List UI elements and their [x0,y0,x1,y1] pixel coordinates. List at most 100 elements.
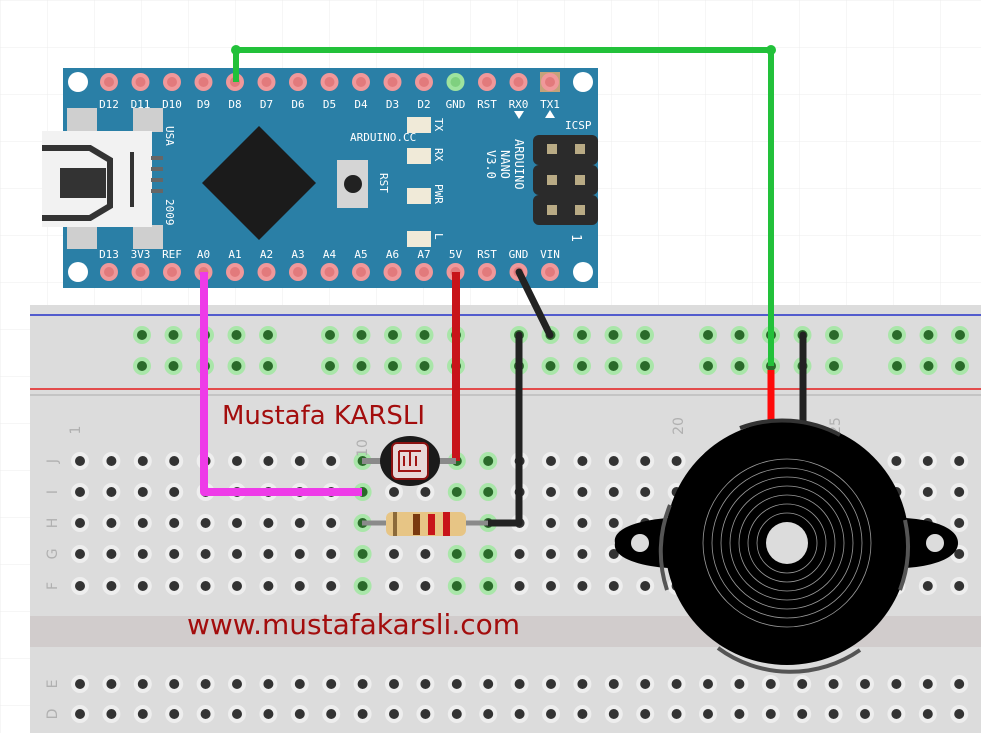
breadboard-hole[interactable] [573,326,591,344]
breadboard-hole[interactable] [196,705,215,723]
breadboard-hole[interactable] [71,577,89,595]
breadboard-hole[interactable] [604,452,623,470]
breadboard-hole[interactable] [416,705,435,723]
breadboard-hole[interactable] [165,483,184,501]
breadboard-hole[interactable] [573,675,592,693]
breadboard-hole[interactable] [604,577,623,595]
breadboard-hole[interactable] [102,483,121,501]
breadboard-hole[interactable] [479,483,498,501]
breadboard-hole[interactable] [133,545,152,563]
breadboard-hole[interactable] [165,577,184,595]
breadboard-hole[interactable] [322,577,341,595]
breadboard-hole[interactable] [604,357,623,375]
breadboard-hole[interactable] [321,326,339,344]
breadboard-hole[interactable] [856,675,874,693]
pin-d11[interactable] [131,73,150,91]
breadboard-hole[interactable] [165,514,184,532]
breadboard-hole[interactable] [825,326,843,344]
breadboard-hole[interactable] [415,357,434,375]
breadboard-hole[interactable] [479,705,498,723]
breadboard-hole[interactable] [793,675,812,693]
breadboard-hole[interactable] [290,675,309,693]
breadboard-hole[interactable] [259,705,278,723]
pin-a4[interactable] [320,263,339,281]
pin-a3[interactable] [289,263,307,281]
breadboard-hole[interactable] [479,577,498,595]
breadboard-hole[interactable] [604,705,623,723]
breadboard-hole[interactable] [918,483,937,501]
photoresistor[interactable] [362,436,456,486]
breadboard-hole[interactable] [604,514,623,532]
breadboard-hole[interactable] [416,545,435,563]
breadboard-hole[interactable] [133,483,152,501]
breadboard-hole[interactable] [102,514,121,532]
breadboard-hole[interactable] [290,577,309,595]
breadboard-hole[interactable] [353,675,372,693]
breadboard-hole[interactable] [353,577,372,595]
breadboard-hole[interactable] [573,483,592,501]
pin-d2[interactable] [415,73,433,91]
breadboard-hole[interactable] [447,483,466,501]
pin-rst[interactable] [478,73,496,91]
wire-rail-to-resistor[interactable] [484,331,523,527]
breadboard-hole[interactable] [384,357,402,375]
pin-d13[interactable] [100,263,118,281]
breadboard-hole[interactable] [636,675,655,693]
breadboard-hole[interactable] [228,452,246,470]
breadboard-hole[interactable] [825,357,843,375]
breadboard-hole[interactable] [71,705,89,723]
pin-a1[interactable] [226,263,244,281]
breadboard-hole[interactable] [259,545,278,563]
breadboard-hole[interactable] [479,545,498,563]
breadboard-hole[interactable] [259,675,278,693]
breadboard-hole[interactable] [918,705,937,723]
breadboard-hole[interactable] [573,705,592,723]
breadboard-hole[interactable] [604,675,623,693]
breadboard-hole[interactable] [667,452,686,470]
breadboard-hole[interactable] [322,452,341,470]
breadboard-hole[interactable] [510,705,529,723]
breadboard-hole[interactable] [447,675,466,693]
breadboard-hole[interactable] [542,577,560,595]
breadboard-hole[interactable] [228,675,246,693]
breadboard-hole[interactable] [352,357,371,375]
breadboard-hole[interactable] [761,675,780,693]
breadboard-hole[interactable] [573,577,592,595]
breadboard-hole[interactable] [950,452,969,470]
breadboard-hole[interactable] [636,483,655,501]
breadboard-hole[interactable] [133,577,152,595]
breadboard-hole[interactable] [290,452,309,470]
breadboard-hole[interactable] [573,357,591,375]
breadboard-hole[interactable] [950,577,969,595]
breadboard-hole[interactable] [133,452,152,470]
breadboard-hole[interactable] [761,705,780,723]
breadboard-hole[interactable] [353,705,372,723]
breadboard-hole[interactable] [604,326,623,344]
breadboard-hole[interactable] [416,483,435,501]
breadboard-hole[interactable] [542,452,560,470]
pin-3v3[interactable] [131,263,150,281]
breadboard-hole[interactable] [573,514,592,532]
breadboard-hole[interactable] [259,357,277,375]
breadboard-hole[interactable] [290,705,309,723]
breadboard-hole[interactable] [510,675,529,693]
wire-a0-to-ldr[interactable] [200,272,362,496]
pin-gnd[interactable] [446,73,465,91]
pin-a5[interactable] [352,263,370,281]
breadboard-hole[interactable] [919,326,938,344]
pin-d3[interactable] [383,73,402,91]
breadboard-hole[interactable] [479,452,498,470]
pin-d4[interactable] [352,73,370,91]
breadboard-hole[interactable] [228,514,246,532]
breadboard-hole[interactable] [259,577,278,595]
breadboard-hole[interactable] [384,326,402,344]
breadboard-hole[interactable] [950,514,969,532]
breadboard-hole[interactable] [71,545,89,563]
breadboard-hole[interactable] [730,675,749,693]
breadboard-hole[interactable] [918,675,937,693]
pin-d12[interactable] [100,73,118,91]
breadboard-hole[interactable] [447,545,466,563]
breadboard-hole[interactable] [918,577,937,595]
breadboard-hole[interactable] [887,675,906,693]
breadboard-hole[interactable] [636,452,655,470]
